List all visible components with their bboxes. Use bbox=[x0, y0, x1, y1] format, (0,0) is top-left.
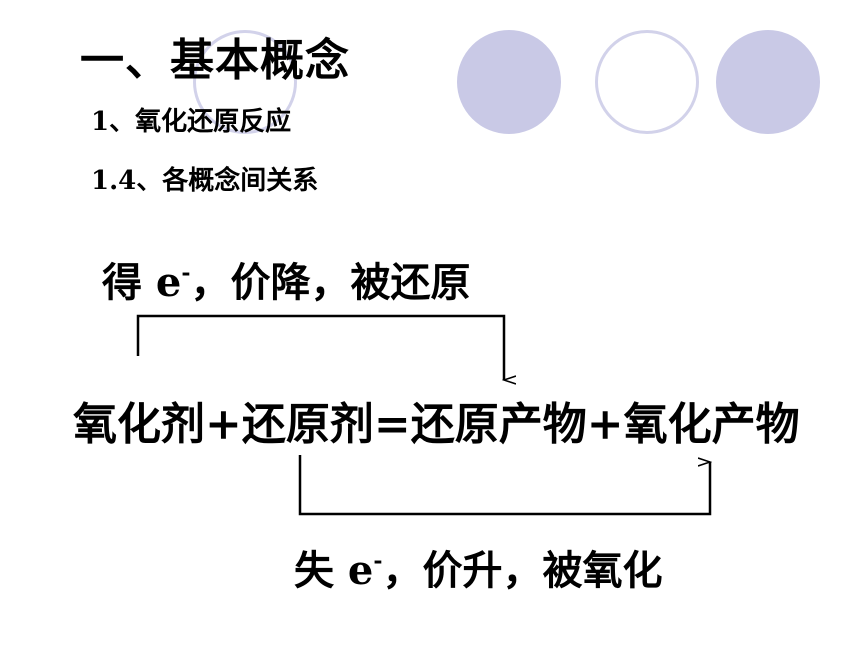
reduction-label: 得 e-，价降，被还原 bbox=[102, 250, 471, 308]
oxidation-label-suffix: ，价升，被氧化 bbox=[382, 547, 663, 594]
reduction-bracket-arrow bbox=[136, 314, 504, 380]
redox-equation: 氧化剂+还原剂=还原产物+氧化产物 bbox=[73, 399, 800, 450]
electron-minus-sign: - bbox=[373, 548, 383, 574]
decor-filled-circle-4 bbox=[716, 30, 820, 134]
decor-filled-circle-2 bbox=[457, 30, 561, 134]
oxidation-label-prefix: 失 e bbox=[294, 547, 374, 594]
section-subtitle: 1、氧化还原反应 bbox=[91, 107, 292, 137]
decor-ring-circle-3 bbox=[595, 30, 699, 134]
oxidation-label: 失 e-，价升，被氧化 bbox=[294, 538, 663, 596]
electron-minus-sign: - bbox=[181, 260, 191, 286]
subsection-subtitle: 1.4、各概念间关系 bbox=[91, 166, 319, 196]
decor-ring-circle-1 bbox=[193, 30, 297, 134]
reduction-label-suffix: ，价降，被还原 bbox=[190, 259, 471, 306]
reduction-label-prefix: 得 e bbox=[102, 259, 182, 306]
page-title: 一、基本概念 bbox=[80, 35, 350, 86]
oxidation-bracket-arrow bbox=[298, 455, 710, 516]
